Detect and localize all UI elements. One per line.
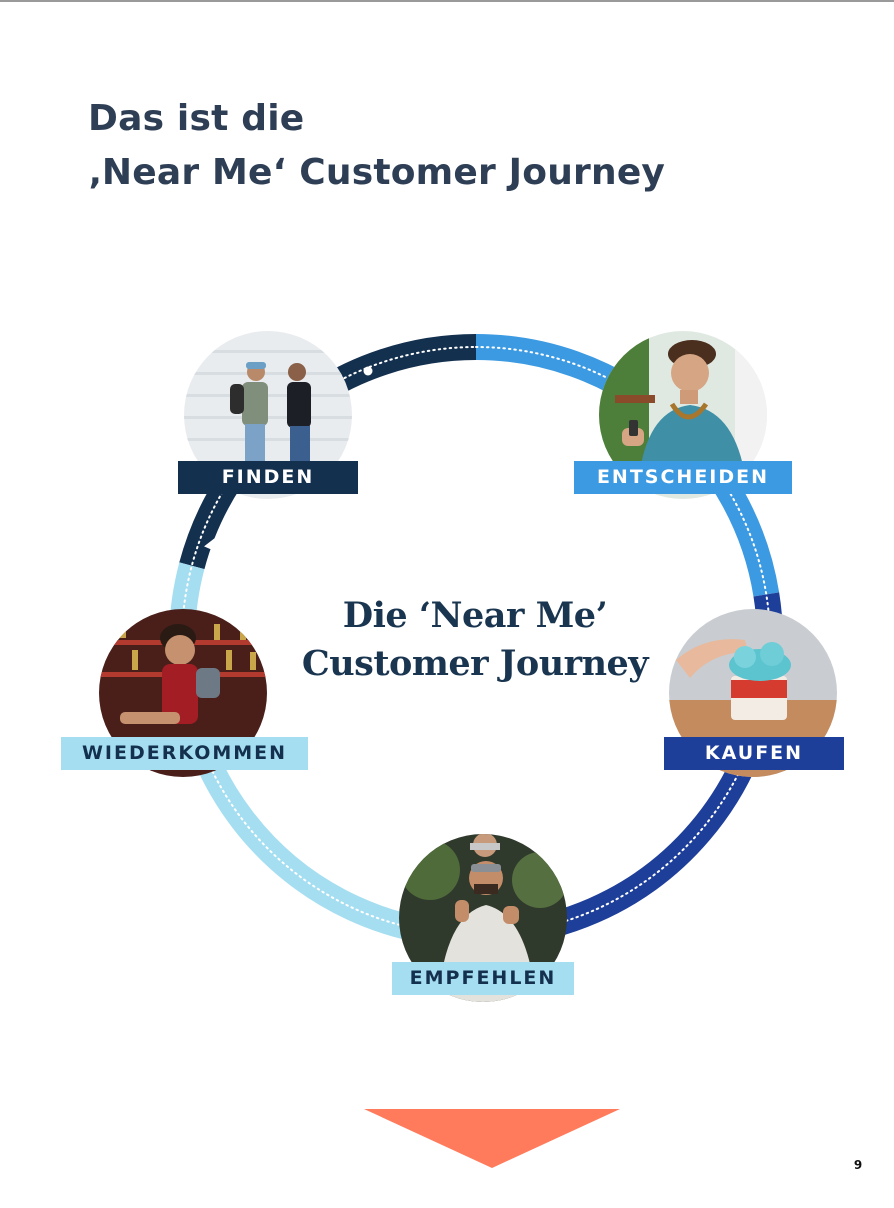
stage-label-entscheiden: ENTSCHEIDEN <box>574 461 792 494</box>
stage-label-finden: FINDEN <box>178 461 358 494</box>
stage-label-kaufen: KAUFEN <box>664 737 844 770</box>
stage-label-empfehlen: EMPFEHLEN <box>392 962 574 995</box>
stage-label-wiederkommen: WIEDERKOMMEN <box>61 737 308 770</box>
center-title-line2: Customer Journey <box>301 643 649 684</box>
ring-start-dot <box>363 366 373 376</box>
page-title-line2: ‚Near Me‘ Customer Journey <box>88 152 666 193</box>
center-title-line1: Die ‘Near Me’ <box>342 595 608 636</box>
page-number: 9 <box>853 1158 863 1172</box>
page-title-line1: Das ist die <box>88 98 305 139</box>
next-page-arrow-icon <box>364 1109 620 1168</box>
ring-direction-arrow-icon <box>204 538 218 553</box>
page-title: Das ist die ‚Near Me‘ Customer Journey <box>88 92 665 200</box>
diagram-center-title: Die ‘Near Me’ Customer Journey <box>285 592 665 688</box>
top-rule <box>0 0 894 2</box>
